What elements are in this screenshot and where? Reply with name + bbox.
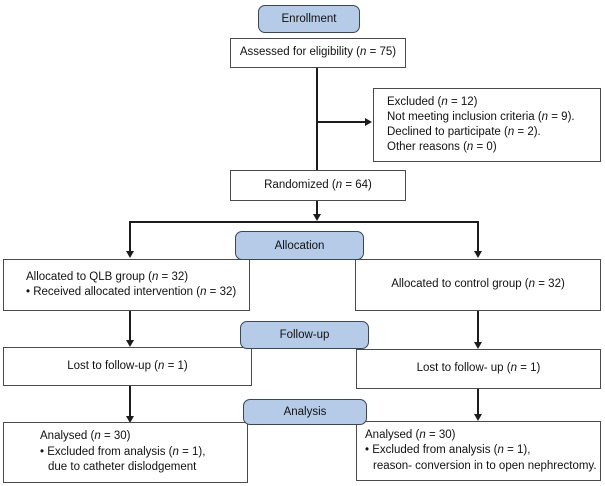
stage-badge-allocation: Allocation (235, 231, 364, 260)
line-lost-to-analysed-left (129, 386, 131, 417)
box-randomized: Randomized (n = 64) (230, 170, 406, 201)
assessed-text: Assessed for eligibility (n = 75) (239, 46, 397, 59)
enrollment-label: Enrollment (281, 13, 337, 25)
line-randomized-to-branch (316, 201, 318, 215)
allocated-control-text: Allocated to control group (n = 32) (391, 278, 565, 291)
arrowhead-into-qlb-icon (125, 251, 134, 258)
analysed-right-line: • Excluded from analysis (n = 1), (365, 444, 531, 457)
randomized-text: Randomized (n = 64) (264, 178, 372, 191)
followup-label: Follow-up (279, 329, 330, 341)
line-assessed-to-randomized (316, 68, 318, 170)
arrowhead-into-excluded-icon (365, 117, 372, 126)
line-branch-to-qlb (129, 221, 131, 252)
box-excluded: Excluded (n = 12) Not meeting inclusion … (373, 88, 601, 162)
analysed-left-line: due to catheter dislodgement (48, 461, 197, 474)
analysed-right-line: Analysed (n = 30) (365, 428, 456, 441)
allocated-qlb-line: • Received allocated intervention (n = 3… (26, 286, 237, 298)
box-analysed-right: Analysed (n = 30) • Excluded from analys… (356, 421, 601, 481)
lost-right-text: Lost to follow- up (n = 1) (416, 362, 541, 375)
arrowhead-into-lost-left-icon (125, 340, 134, 347)
line-lost-to-analysed-right (477, 389, 479, 415)
analysed-right-line: reason- conversion in to open nephrectom… (373, 459, 597, 472)
box-lost-followup-right: Lost to follow- up (n = 1) (356, 349, 601, 389)
lost-left-text: Lost to follow-up (n = 1) (67, 359, 188, 372)
excluded-line: Excluded (n = 12) (387, 96, 478, 108)
arrowhead-into-analysed-left-icon (125, 416, 134, 423)
box-analysed-left: Analysed (n = 30) • Excluded from analys… (3, 422, 248, 483)
arrowhead-into-analysed-right-icon (473, 414, 482, 421)
stage-badge-followup: Follow-up (240, 321, 369, 349)
excluded-line: Declined to participate (n = 2). (387, 126, 541, 138)
line-to-excluded (317, 121, 365, 123)
allocation-label: Allocation (274, 239, 325, 252)
line-control-to-lost (477, 311, 479, 343)
line-branch-to-control (477, 221, 479, 252)
arrowhead-into-lost-right-icon (473, 342, 482, 349)
box-assessed-for-eligibility: Assessed for eligibility (n = 75) (230, 38, 406, 68)
stage-badge-enrollment: Enrollment (258, 5, 360, 33)
line-qlb-to-lost (129, 311, 131, 341)
line-branch-horizontal (129, 221, 479, 223)
excluded-line: Not meeting inclusion criteria (n = 9). (387, 111, 575, 123)
stage-badge-analysis: Analysis (243, 399, 367, 425)
arrowhead-into-control-icon (473, 251, 482, 258)
analysed-left-line: • Excluded from analysis (n = 1), (40, 445, 206, 458)
box-lost-followup-left: Lost to follow-up (n = 1) (3, 347, 252, 386)
analysed-left-line: Analysed (n = 30) (40, 430, 131, 443)
box-allocated-control-group: Allocated to control group (n = 32) (355, 259, 601, 311)
excluded-line: Other reasons (n = 0) (387, 141, 497, 153)
allocated-qlb-line: Allocated to QLB group (n = 32) (26, 270, 189, 283)
arrowhead-branch-center-icon (312, 214, 321, 221)
box-allocated-qlb-group: Allocated to QLB group (n = 32) • Receiv… (3, 259, 250, 311)
analysis-label: Analysis (283, 406, 327, 418)
